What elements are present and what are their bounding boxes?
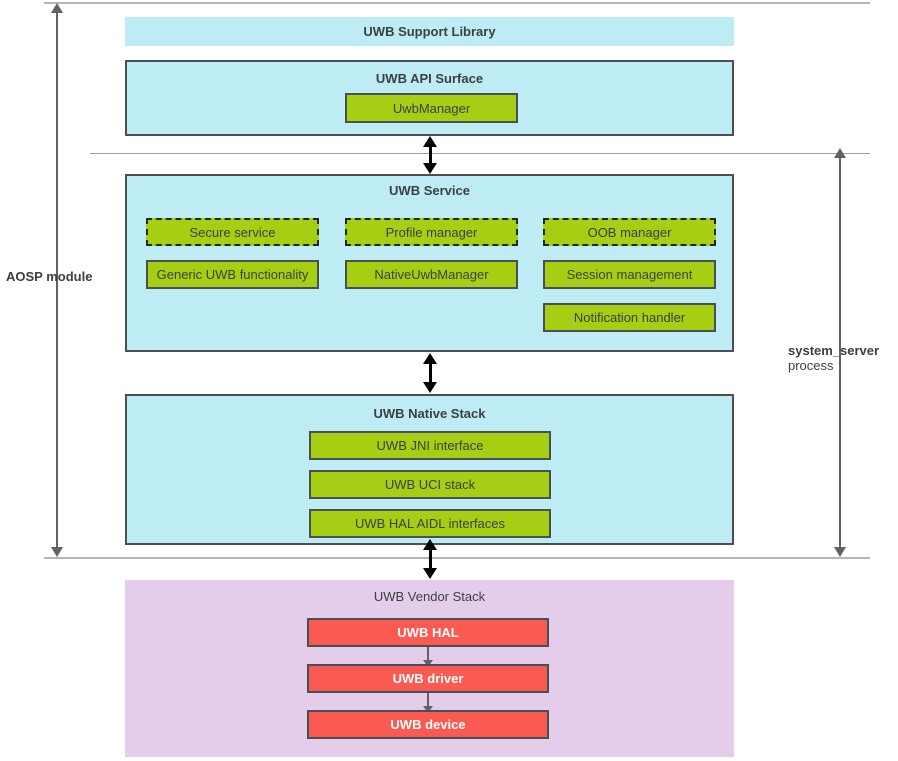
process-separator-line — [90, 153, 870, 154]
connector-stem — [429, 358, 432, 388]
block-notification-handler[interactable]: Notification handler — [543, 303, 716, 332]
bottom-boundary-line — [44, 557, 870, 559]
block-uwb-driver[interactable]: UWB driver — [307, 664, 549, 693]
top-boundary-line — [44, 2, 870, 4]
block-oob-manager[interactable]: OOB manager — [543, 218, 716, 246]
arrow-head-down-icon — [423, 706, 433, 713]
system-server-label-normal: process — [788, 358, 834, 373]
connector-arrowhead-down — [423, 568, 437, 579]
section-uwb-support-library: UWB Support Library — [125, 17, 734, 46]
block-session-management[interactable]: Session management — [543, 260, 716, 289]
section-uwb-service: UWB Service Secure service Profile manag… — [125, 174, 734, 352]
connector-arrowhead-down — [423, 382, 437, 393]
section-uwb-api-surface: UWB API Surface UwbManager — [125, 60, 734, 136]
system-server-bracket-arrowhead-top — [834, 148, 846, 158]
block-uwb-jni-interface[interactable]: UWB JNI interface — [309, 431, 551, 460]
aosp-bracket-arrowhead-top — [51, 3, 63, 13]
section-uwb-native-stack: UWB Native Stack UWB JNI interface UWB U… — [125, 394, 734, 545]
aosp-module-label: AOSP module — [6, 269, 106, 284]
connector-native-stack-to-vendor-stack — [420, 539, 440, 579]
section-uwb-vendor-stack: UWB Vendor Stack UWB HAL UWB driver UWB … — [125, 580, 734, 757]
connector-stem — [429, 544, 432, 574]
block-uwb-hal[interactable]: UWB HAL — [307, 618, 549, 647]
section-title-vendor-stack: UWB Vendor Stack — [373, 589, 486, 604]
arrow-head-down-icon — [423, 660, 433, 667]
aosp-bracket-line — [56, 12, 58, 547]
block-uwb-device[interactable]: UWB device — [307, 710, 549, 739]
section-title-support-library: UWB Support Library — [363, 24, 496, 39]
section-title-service: UWB Service — [389, 183, 470, 198]
block-generic-uwb-functionality[interactable]: Generic UWB functionality — [146, 260, 319, 289]
section-title-native-stack: UWB Native Stack — [373, 406, 486, 421]
section-title-api-surface: UWB API Surface — [375, 71, 484, 86]
aosp-bracket-arrowhead-bottom — [51, 547, 63, 557]
block-native-uwb-manager[interactable]: NativeUwbManager — [345, 260, 518, 289]
arrow-stem — [427, 647, 429, 661]
block-secure-service[interactable]: Secure service — [146, 218, 319, 246]
connector-arrowhead-down — [423, 163, 437, 174]
system-server-bracket-arrowhead-bottom — [834, 547, 846, 557]
arrow-driver-to-device — [423, 693, 433, 713]
connector-service-to-native-stack — [420, 353, 440, 393]
connector-api-surface-to-service — [420, 136, 440, 174]
connector-stem — [429, 141, 432, 169]
system-server-label-bold: system_server — [788, 343, 880, 358]
aosp-module-label-text: AOSP module — [6, 269, 93, 284]
arrow-hal-to-driver — [423, 647, 433, 667]
block-uwb-manager[interactable]: UwbManager — [345, 93, 518, 123]
arrow-stem — [427, 693, 429, 707]
block-uwb-hal-aidl-interfaces[interactable]: UWB HAL AIDL interfaces — [309, 509, 551, 538]
block-profile-manager[interactable]: Profile manager — [345, 218, 518, 246]
block-uwb-uci-stack[interactable]: UWB UCI stack — [309, 470, 551, 499]
system-server-label: system_server process — [788, 343, 896, 373]
system-server-bracket-line — [839, 157, 841, 547]
